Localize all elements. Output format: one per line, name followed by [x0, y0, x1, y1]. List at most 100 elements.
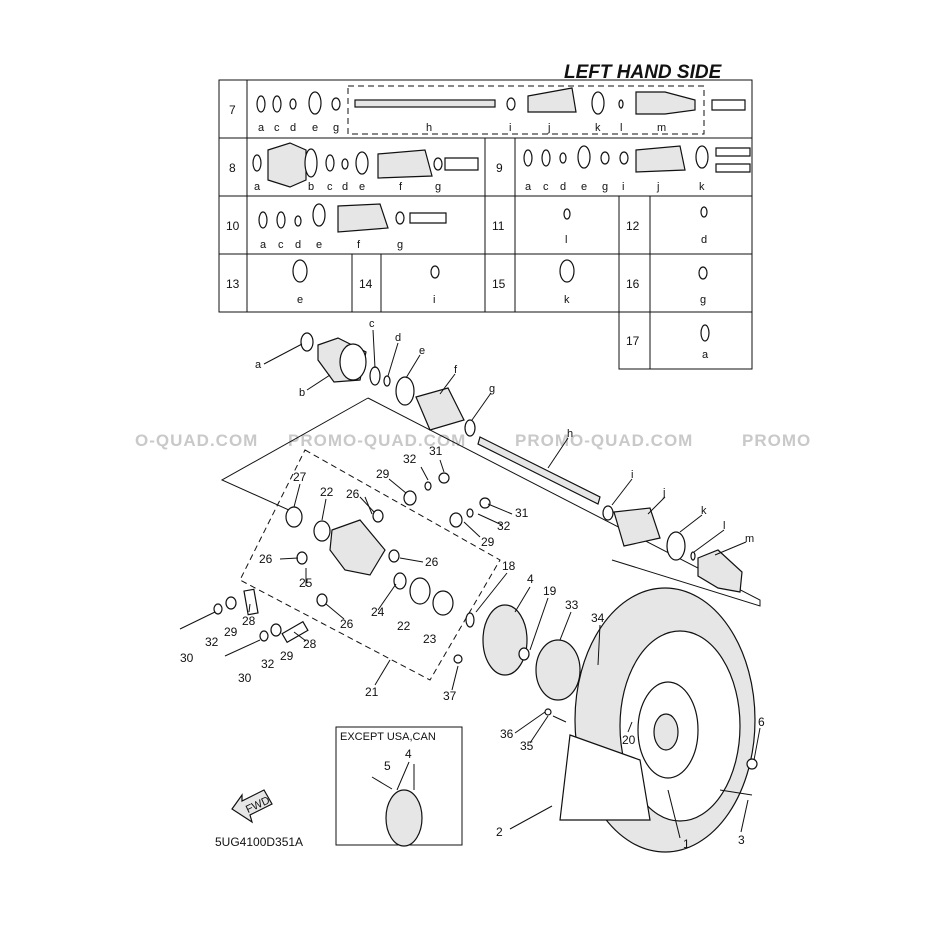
- row8-letter-b: b: [308, 181, 314, 193]
- row14-letter-i: i: [433, 294, 435, 306]
- row7-letters: a c d e g h i j k l m: [258, 122, 666, 134]
- row9-letter-e: e: [581, 181, 587, 193]
- row9-letter-g: g: [602, 181, 608, 193]
- callout-k: k: [701, 505, 707, 517]
- callout-33: 33: [565, 598, 579, 612]
- callout-j: j: [662, 487, 665, 499]
- watermark-2: PROMO-QUAD.COM: [288, 431, 466, 450]
- callout-22a: 22: [320, 485, 334, 499]
- number-callouts: 1 2 3 4 6 18 19 20 21 22 22 23 24 25 26 …: [180, 444, 765, 851]
- callout-32b: 32: [497, 519, 511, 533]
- callout-e: e: [419, 345, 425, 357]
- row-num-16: 16: [626, 277, 640, 291]
- callout-26d: 26: [340, 617, 354, 631]
- callout-2: 2: [496, 825, 503, 839]
- row16-letter-g: g: [700, 294, 706, 306]
- row9-letter-i: i: [622, 181, 624, 193]
- row10-letter-c: c: [278, 239, 284, 251]
- row-num-13: 13: [226, 277, 240, 291]
- callout-c: c: [369, 318, 375, 330]
- cv-joint-assembly: [300, 332, 743, 593]
- row8-letter-d: d: [342, 181, 348, 193]
- callout-l: l: [723, 520, 725, 532]
- callout-4: 4: [527, 572, 534, 586]
- inset-callout-5: 5: [384, 759, 391, 773]
- callout-m: m: [745, 533, 754, 545]
- callout-23: 23: [423, 632, 437, 646]
- row10-letter-d: d: [295, 239, 301, 251]
- callout-22b: 22: [397, 619, 411, 633]
- row9-letter-k: k: [699, 181, 705, 193]
- callout-21: 21: [365, 685, 379, 699]
- row7-letter-d: d: [290, 122, 296, 134]
- row-num-15: 15: [492, 277, 506, 291]
- callout-37: 37: [443, 689, 457, 703]
- knuckle-parts: [179, 472, 491, 657]
- drawing-code: 5UG4100D351A: [215, 835, 303, 849]
- callout-28b: 28: [303, 637, 317, 651]
- callout-f: f: [454, 364, 458, 376]
- row7-letter-i: i: [509, 122, 511, 134]
- row13-letter-e: e: [297, 294, 303, 306]
- row-num-10: 10: [226, 219, 240, 233]
- callout-32d: 32: [261, 657, 275, 671]
- callout-d: d: [395, 332, 401, 344]
- knuckle-group: [239, 449, 501, 681]
- row7-letter-k: k: [595, 122, 601, 134]
- callout-24: 24: [371, 605, 385, 619]
- callout-34: 34: [591, 611, 605, 625]
- row9-letter-j: j: [656, 181, 659, 193]
- inset-except-usa-can: EXCEPT USA,CAN 4 5: [335, 726, 463, 847]
- callout-h: h: [567, 428, 573, 440]
- callout-29a: 29: [376, 467, 390, 481]
- row10-letter-g: g: [397, 239, 403, 251]
- row9-parts: [523, 145, 751, 173]
- row8-parts: [252, 142, 479, 188]
- callout-27: 27: [293, 470, 307, 484]
- watermark-4: PROMO: [742, 431, 811, 450]
- callout-i: i: [631, 469, 633, 481]
- row7-letter-e: e: [312, 122, 318, 134]
- row-num-8: 8: [229, 161, 236, 175]
- row8-letter-g: g: [435, 181, 441, 193]
- watermark-3: PROMO-QUAD.COM: [515, 431, 693, 450]
- row7-letter-j: j: [547, 122, 550, 134]
- inset-label: EXCEPT USA,CAN: [340, 731, 436, 743]
- row7-letter-c: c: [274, 122, 280, 134]
- row8-letter-e: e: [359, 181, 365, 193]
- row12-letter-d: d: [701, 234, 707, 246]
- callout-28a: 28: [242, 614, 256, 628]
- row-num-11: 11: [492, 219, 505, 233]
- callout-20: 20: [622, 733, 636, 747]
- callout-30b: 30: [238, 671, 252, 685]
- row7-letter-g: g: [333, 122, 339, 134]
- callout-32a: 32: [403, 452, 417, 466]
- letter-callouts: a b c d e f g h i j k l m: [255, 318, 754, 556]
- row9-letter-a: a: [525, 181, 532, 193]
- row-num-9: 9: [496, 161, 503, 175]
- row11-letter-l: l: [565, 234, 567, 246]
- shaft-frame: [220, 397, 761, 607]
- watermark-1: O-QUAD.COM: [135, 431, 258, 450]
- callout-3: 3: [738, 833, 745, 847]
- callout-31b: 31: [515, 506, 529, 520]
- fwd-arrow-icon: FWD: [231, 789, 273, 824]
- callout-25: 25: [299, 576, 313, 590]
- row10-letter-f: f: [357, 239, 361, 251]
- row10-letter-e: e: [316, 239, 322, 251]
- row-num-14: 14: [359, 277, 373, 291]
- callout-26b: 26: [259, 552, 273, 566]
- callout-1: 1: [683, 837, 690, 851]
- row-num-7: 7: [229, 103, 236, 117]
- callout-a: a: [255, 359, 262, 371]
- callout-32c: 32: [205, 635, 219, 649]
- callout-6: 6: [758, 715, 765, 729]
- row9-letter-d: d: [560, 181, 566, 193]
- row15-letter-k: k: [564, 294, 570, 306]
- row7-letter-m: m: [657, 122, 666, 134]
- row-num-12: 12: [626, 219, 640, 233]
- row10-parts: [258, 203, 447, 233]
- row8-letter-c: c: [327, 181, 333, 193]
